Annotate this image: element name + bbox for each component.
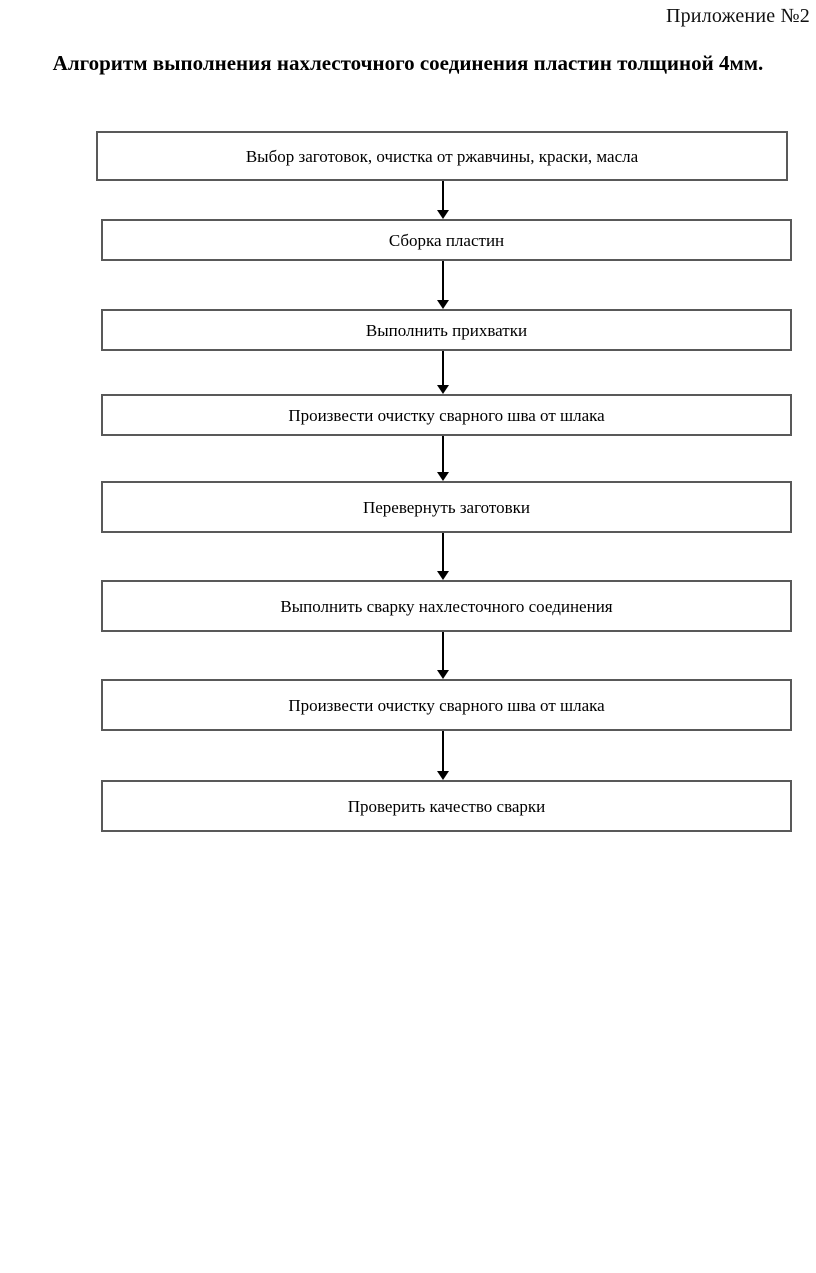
arrow-shaft [442,351,444,386]
flow-node-6-label: Выполнить сварку нахлесточного соединени… [280,596,613,616]
flow-node-5-label: Перевернуть заготовки [362,497,531,517]
flow-node-7-label: Произвести очистку сварного шва от шлака [288,695,605,715]
flow-arrow-5-6 [436,533,450,580]
arrow-shaft [442,261,444,301]
flow-node-8[interactable]: Проверить качество сварки [101,780,792,832]
arrow-head [437,472,449,481]
flow-arrow-4-5 [436,436,450,481]
arrow-head [437,385,449,394]
appendix-note: Приложение №2 [665,5,810,27]
flow-arrow-3-4 [436,351,450,394]
flow-node-2[interactable]: Сборка пластин [101,219,792,261]
flow-node-8-wrap: Проверить качество сварки [101,780,792,832]
flow-node-5-wrap: Перевернуть заготовки [101,481,792,533]
arrow-shaft [442,436,444,473]
flow-node-4-label: Произвести очистку сварного шва от шлака [288,405,605,425]
arrow-head [437,670,449,679]
flow-node-6-wrap: Выполнить сварку нахлесточного соединени… [101,580,792,632]
flow-node-4-wrap: Произвести очистку сварного шва от шлака [101,394,792,436]
flow-node-6[interactable]: Выполнить сварку нахлесточного соединени… [101,580,792,632]
flow-node-3-label: Выполнить прихватки [365,320,528,340]
arrow-shaft [442,731,444,772]
arrow-head [437,571,449,580]
flow-node-3[interactable]: Выполнить прихватки [101,309,792,351]
flow-node-2-wrap: Сборка пластин [101,219,792,261]
arrow-head [437,771,449,780]
flow-node-8-label: Проверить качество сварки [347,796,546,816]
flow-node-1-wrap: Выбор заготовок, очистка от ржавчины, кр… [96,131,788,181]
arrow-head [437,300,449,309]
flow-node-2-label: Сборка пластин [388,230,505,250]
flow-node-1-label: Выбор заготовок, очистка от ржавчины, кр… [245,146,639,166]
flow-arrow-2-3 [436,261,450,309]
page-title: Алгоритм выполнения нахлесточного соедин… [52,51,764,75]
flow-arrow-1-2 [436,181,450,219]
arrow-shaft [442,181,444,211]
flow-arrow-7-8 [436,731,450,780]
flow-node-7-wrap: Произвести очистку сварного шва от шлака [101,679,792,731]
flow-node-3-wrap: Выполнить прихватки [101,309,792,351]
arrow-shaft [442,632,444,671]
flow-node-5[interactable]: Перевернуть заготовки [101,481,792,533]
flow-node-4[interactable]: Произвести очистку сварного шва от шлака [101,394,792,436]
flow-node-7[interactable]: Произвести очистку сварного шва от шлака [101,679,792,731]
arrow-head [437,210,449,219]
flow-node-1[interactable]: Выбор заготовок, очистка от ржавчины, кр… [96,131,788,181]
arrow-shaft [442,533,444,572]
flow-arrow-6-7 [436,632,450,679]
